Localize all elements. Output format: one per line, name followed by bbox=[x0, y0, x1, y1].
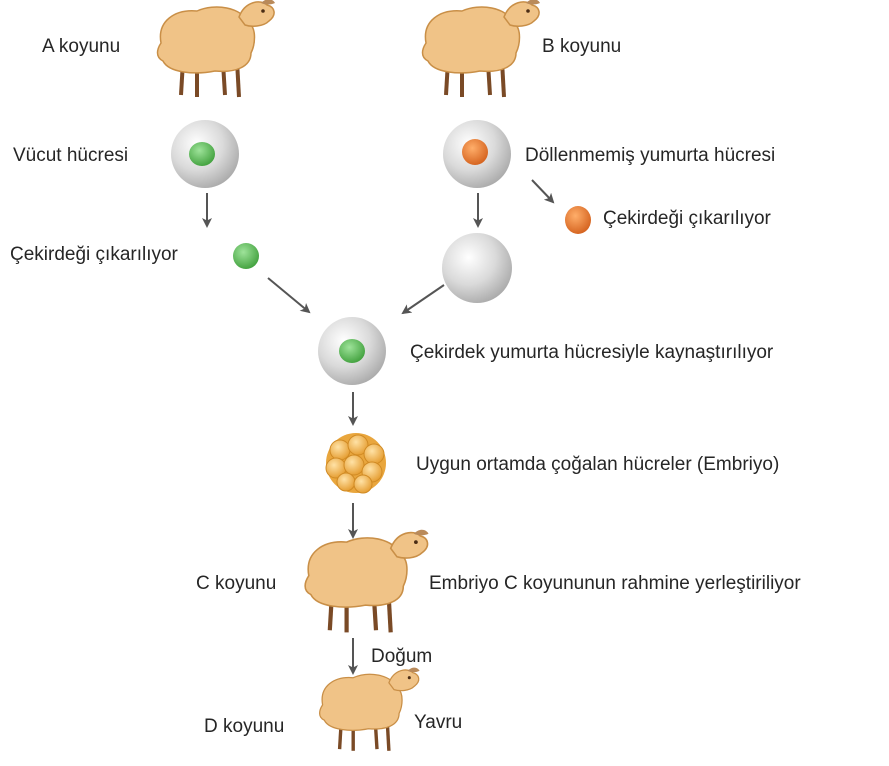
sheep-a-icon bbox=[155, 0, 277, 100]
embryo-label: Uygun ortamda çoğalan hücreler (Embriyo) bbox=[416, 454, 780, 475]
egg-cell bbox=[443, 120, 511, 188]
body-cell bbox=[171, 120, 239, 188]
removed-green-nucleus bbox=[233, 243, 259, 269]
orange-nucleus bbox=[462, 139, 488, 165]
arrow-egg-to-fusion bbox=[401, 284, 445, 315]
implant-label: Embriyo C koyununun rahmine yerleştirili… bbox=[429, 573, 801, 594]
sheep-a-label: A koyunu bbox=[42, 36, 121, 57]
offspring-label: Yavru bbox=[414, 712, 463, 733]
fusion-label: Çekirdek yumurta hücresiyle kaynaştırılı… bbox=[410, 342, 774, 363]
sheep-c-icon bbox=[305, 530, 428, 633]
birth-label: Doğum bbox=[371, 646, 433, 667]
arrow-green-to-fusion bbox=[267, 277, 311, 314]
fused-cell bbox=[318, 317, 386, 385]
body-cell-label: Vücut hücresi bbox=[13, 145, 129, 166]
sheep-d-label: D koyunu bbox=[204, 716, 285, 737]
egg-cell-label: Döllenmemiş yumurta hücresi bbox=[525, 145, 776, 166]
sheep-b-label: B koyunu bbox=[542, 36, 622, 57]
removed-orange-nucleus bbox=[565, 206, 591, 234]
enucleated-egg bbox=[442, 233, 512, 303]
sheep-c-label: C koyunu bbox=[196, 573, 277, 594]
nucleus-removed-left-label: Çekirdeği çıkarılıyor bbox=[10, 244, 178, 265]
green-nucleus bbox=[189, 142, 215, 166]
sheep-b-icon bbox=[420, 0, 542, 100]
flow-arrows bbox=[202, 179, 555, 675]
embryo-cluster bbox=[325, 433, 386, 494]
sheep-d-icon bbox=[317, 665, 422, 753]
arrow-to-orange-nucleus bbox=[531, 179, 555, 204]
nucleus-removed-right-label: Çekirdeği çıkarılıyor bbox=[603, 208, 771, 229]
